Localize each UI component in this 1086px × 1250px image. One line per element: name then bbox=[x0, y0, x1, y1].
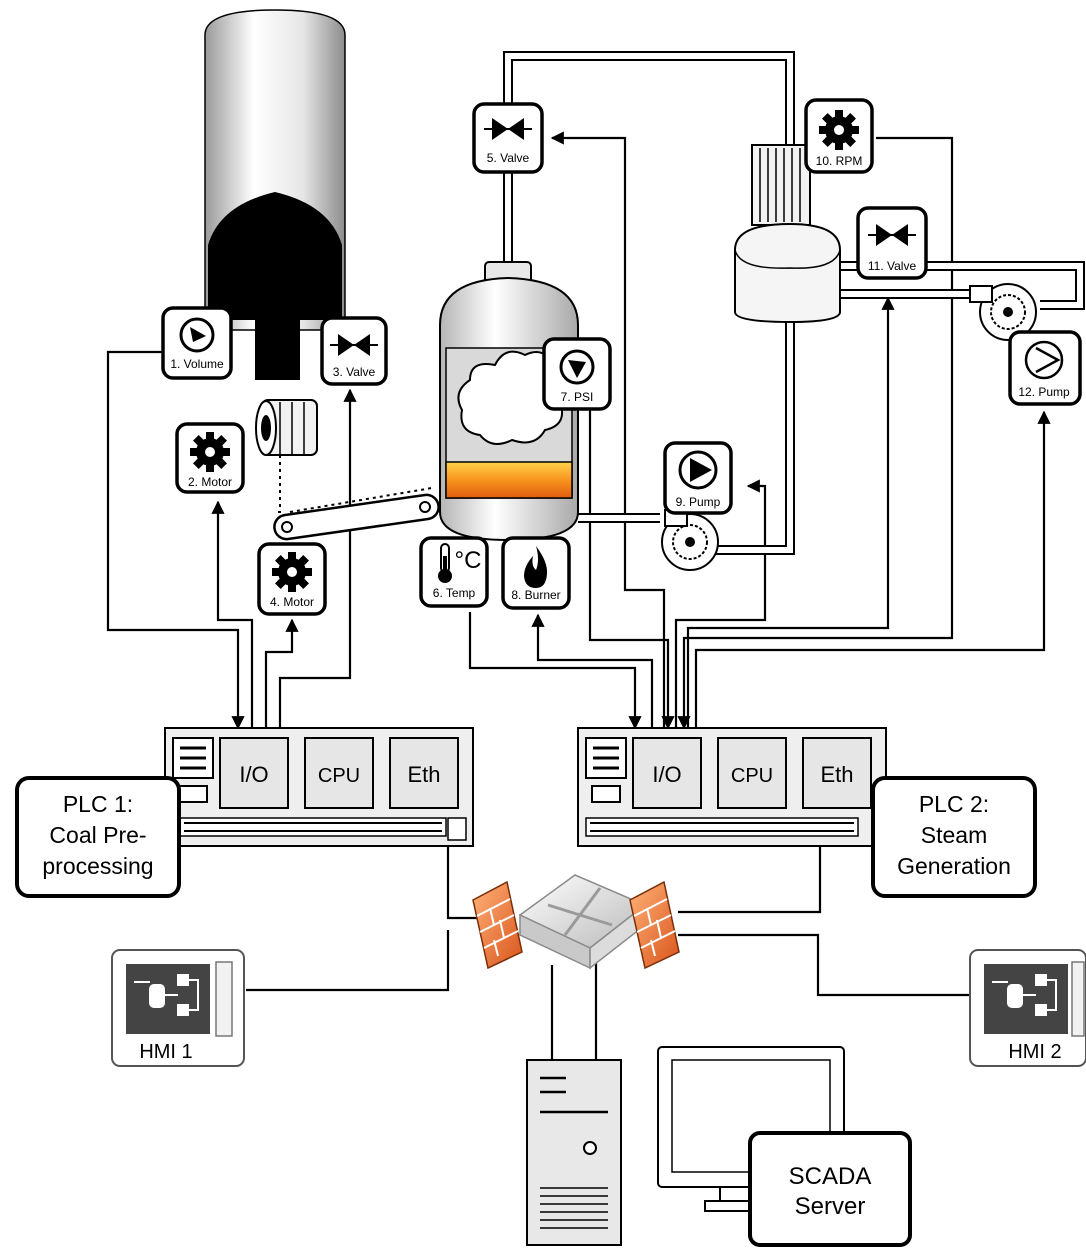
plc1-module-eth: Eth bbox=[407, 762, 440, 787]
hmi-2-label: HMI 2 bbox=[1008, 1041, 1061, 1063]
gear-icon bbox=[190, 432, 230, 472]
instrument-2-motor[interactable]: 2. Motor bbox=[175, 422, 245, 494]
firewall-plc1 bbox=[472, 880, 523, 970]
instrument-4-motor[interactable]: 4. Motor bbox=[257, 542, 327, 616]
coal-silo bbox=[204, 9, 346, 380]
network-switch[interactable] bbox=[518, 874, 647, 970]
scada-line-1: SCADA bbox=[789, 1163, 872, 1190]
instrument-9-pump[interactable]: 9. Pump bbox=[663, 441, 733, 515]
plc1-cpu-module[interactable] bbox=[304, 737, 374, 809]
pump-icon bbox=[1024, 340, 1064, 380]
instrument-5-valve[interactable]: 5. Valve bbox=[472, 102, 544, 174]
instrument-5-label: 5. Valve bbox=[487, 151, 530, 165]
gear-icon bbox=[819, 110, 859, 150]
plc2-title-line-3: Generation bbox=[897, 853, 1011, 879]
temp-unit-symbol: °C bbox=[455, 547, 482, 574]
plc2-module-eth: Eth bbox=[820, 762, 853, 787]
plc2-cpu-module[interactable] bbox=[717, 737, 787, 809]
server-tower[interactable] bbox=[526, 1059, 622, 1246]
instrument-8-burner[interactable]: 8. Burner bbox=[501, 536, 571, 610]
hmi-2[interactable]: HMI 2 bbox=[969, 949, 1086, 1067]
instrument-12-label: 12. Pump bbox=[1018, 385, 1070, 399]
instrument-6-label: 6. Temp bbox=[433, 586, 476, 600]
condenser-pump bbox=[969, 283, 1037, 341]
plc2-module-io: I/O bbox=[652, 762, 681, 787]
instrument-12-pump[interactable]: 12. Pump bbox=[1008, 330, 1082, 406]
instrument-1-label: 1. Volume bbox=[170, 357, 224, 371]
feed-pump bbox=[661, 509, 719, 571]
hmi-1[interactable]: HMI 1 bbox=[111, 949, 245, 1067]
valve-icon bbox=[868, 224, 916, 246]
flame-icon bbox=[524, 546, 548, 588]
instrument-10-label: 10. RPM bbox=[816, 154, 863, 168]
boiler bbox=[439, 261, 579, 542]
plc2-eth-module[interactable] bbox=[802, 737, 872, 809]
firewall-plc2 bbox=[629, 880, 680, 970]
hmi-mimic-icon bbox=[992, 974, 1057, 1016]
pump-icon bbox=[678, 450, 718, 490]
scada-line-2: Server bbox=[795, 1193, 866, 1220]
instrument-9-label: 9. Pump bbox=[676, 495, 721, 509]
gear-icon bbox=[272, 552, 312, 592]
plc2-power-slot bbox=[585, 737, 627, 803]
plc2-io-module[interactable] bbox=[632, 737, 702, 809]
hmi-mimic-icon bbox=[134, 974, 199, 1016]
plc2-title-line-2: Steam bbox=[921, 822, 987, 848]
instrument-3-valve[interactable]: 3. Valve bbox=[320, 316, 388, 386]
instrument-11-valve[interactable]: 11. Valve bbox=[856, 206, 928, 280]
steam-pipes bbox=[503, 51, 1085, 555]
plc1-module-io: I/O bbox=[239, 762, 268, 787]
gauge-icon bbox=[179, 317, 215, 353]
instrument-2-label: 2. Motor bbox=[188, 475, 232, 489]
valve-icon bbox=[484, 118, 532, 140]
plc2-rack: I/O CPU Eth bbox=[577, 727, 887, 847]
conveyor-belt bbox=[273, 493, 440, 541]
hmi-1-label: HMI 1 bbox=[139, 1041, 192, 1063]
gauge-icon bbox=[559, 349, 595, 385]
scada-label-box: SCADA Server bbox=[748, 1131, 912, 1247]
plc2-title-line-1: PLC 2: bbox=[919, 791, 989, 817]
thermometer-icon bbox=[438, 543, 452, 583]
plc1-title-box: PLC 1: Coal Pre- processing bbox=[15, 776, 181, 898]
plc1-rack: I/O CPU Eth bbox=[164, 727, 474, 847]
instrument-10-rpm[interactable]: 10. RPM bbox=[804, 98, 874, 174]
plc2-module-cpu: CPU bbox=[731, 765, 773, 787]
plc1-title-line-3: processing bbox=[42, 853, 153, 879]
instrument-6-temp[interactable]: °C 6. Temp bbox=[419, 536, 489, 608]
instrument-7-psi[interactable]: 7. PSI bbox=[542, 337, 612, 411]
signal-wires bbox=[106, 131, 1051, 1060]
instrument-11-label: 11. Valve bbox=[868, 259, 917, 273]
plc1-io-module[interactable] bbox=[219, 737, 289, 809]
instrument-1-volume[interactable]: 1. Volume bbox=[161, 306, 233, 380]
instrument-3-label: 3. Valve bbox=[333, 365, 376, 379]
instrument-7-label: 7. PSI bbox=[561, 390, 594, 404]
plc1-eth-module[interactable] bbox=[389, 737, 459, 809]
instrument-8-label: 8. Burner bbox=[511, 588, 560, 602]
plc1-title-line-2: Coal Pre- bbox=[49, 822, 146, 848]
turbine bbox=[734, 144, 841, 324]
plc2-title-box: PLC 2: Steam Generation bbox=[871, 776, 1037, 898]
plc1-title-line-1: PLC 1: bbox=[63, 791, 133, 817]
plc1-module-cpu: CPU bbox=[318, 765, 360, 787]
instrument-4-label: 4. Motor bbox=[270, 595, 314, 609]
valve-icon bbox=[330, 334, 378, 356]
coal-crusher bbox=[255, 399, 318, 456]
